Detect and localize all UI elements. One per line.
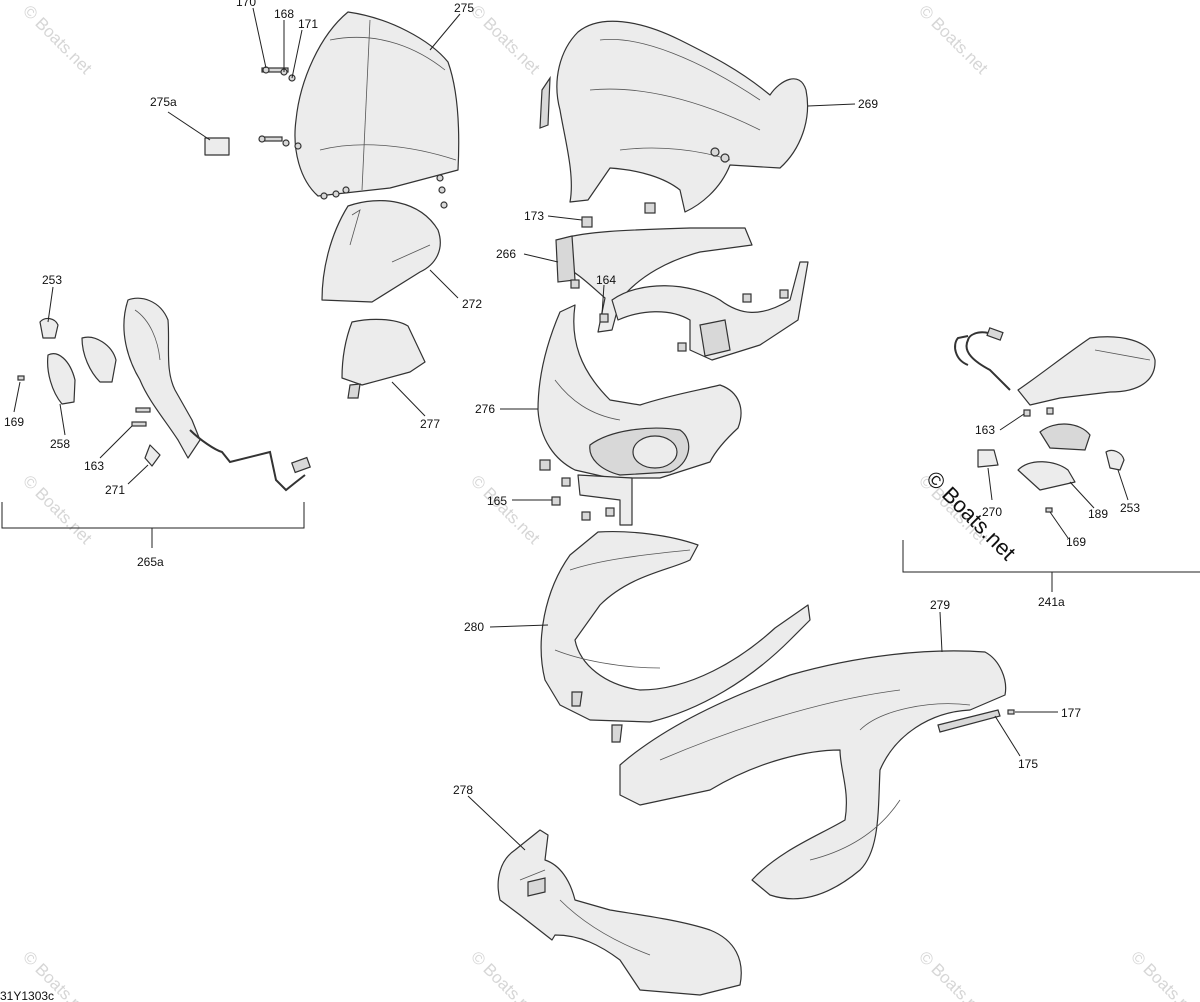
- callout-168: 168: [274, 7, 294, 21]
- watermark: © Boats.net: [915, 947, 992, 1002]
- callout-271: 271: [105, 483, 125, 497]
- part-front-cap: [539, 20, 809, 213]
- callout-275: 275: [454, 1, 474, 15]
- part-right-mirror-assembly: [954, 327, 1156, 513]
- callout-241a: 241a: [1038, 595, 1065, 609]
- callout-278: 278: [453, 783, 473, 797]
- callout-280: 280: [464, 620, 484, 634]
- callout-266: 266: [496, 247, 516, 261]
- callout-253-right: 253: [1120, 501, 1140, 515]
- watermark: © Boats.net: [915, 1, 992, 78]
- callout-277: 277: [420, 417, 440, 431]
- part-label-275a: [204, 137, 230, 156]
- watermark: © Boats.net: [467, 471, 544, 548]
- callout-173: 173: [524, 209, 544, 223]
- callout-269: 269: [858, 97, 878, 111]
- callout-258: 258: [50, 437, 70, 451]
- bracket-241a: [902, 540, 1200, 592]
- callout-164: 164: [596, 273, 616, 287]
- part-left-mirror-assembly: [17, 297, 311, 492]
- callout-163-right: 163: [975, 423, 995, 437]
- callout-189: 189: [1088, 507, 1108, 521]
- callout-177: 177: [1061, 706, 1081, 720]
- callout-171: 171: [298, 17, 318, 31]
- callout-272: 272: [462, 297, 482, 311]
- part-side-fairing: [619, 650, 1015, 900]
- callout-163-left: 163: [84, 459, 104, 473]
- watermark: © Boats.net: [467, 947, 544, 1002]
- part-lower-shroud: [540, 530, 811, 743]
- callout-165: 165: [487, 494, 507, 508]
- callout-169-left: 169: [4, 415, 24, 429]
- callout-175: 175: [1018, 757, 1038, 771]
- part-frame-266: [555, 202, 809, 361]
- part-lower-front-panel: [497, 829, 742, 996]
- watermark: © Boats.net: [1127, 947, 1200, 1002]
- bracket-265a: [1, 502, 305, 548]
- watermark: © Boats.net: [19, 471, 96, 548]
- callout-253-left: 253: [42, 273, 62, 287]
- copyright-watermark: © Boats.net: [921, 466, 1020, 565]
- callout-275a: 275a: [150, 95, 177, 109]
- callout-169-right: 169: [1066, 535, 1086, 549]
- part-windshield: [294, 11, 460, 197]
- watermark: © Boats.net: [19, 1, 96, 78]
- callout-170: 170: [236, 0, 256, 9]
- callout-labels: 170 168 171 275 275a 269 173 266 164 272…: [4, 0, 1140, 797]
- watermark: © Boats.net: [467, 1, 544, 78]
- part-headlight-housing: [537, 304, 742, 526]
- callout-276: 276: [475, 402, 495, 416]
- part-cover-277: [341, 318, 426, 399]
- callout-270: 270: [982, 505, 1002, 519]
- callout-265a: 265a: [137, 555, 164, 569]
- callout-279: 279: [930, 598, 950, 612]
- part-cover-272: [321, 200, 441, 303]
- drawing-code: 31Y1303c: [0, 989, 54, 1002]
- leader-lines: [13, 7, 1129, 851]
